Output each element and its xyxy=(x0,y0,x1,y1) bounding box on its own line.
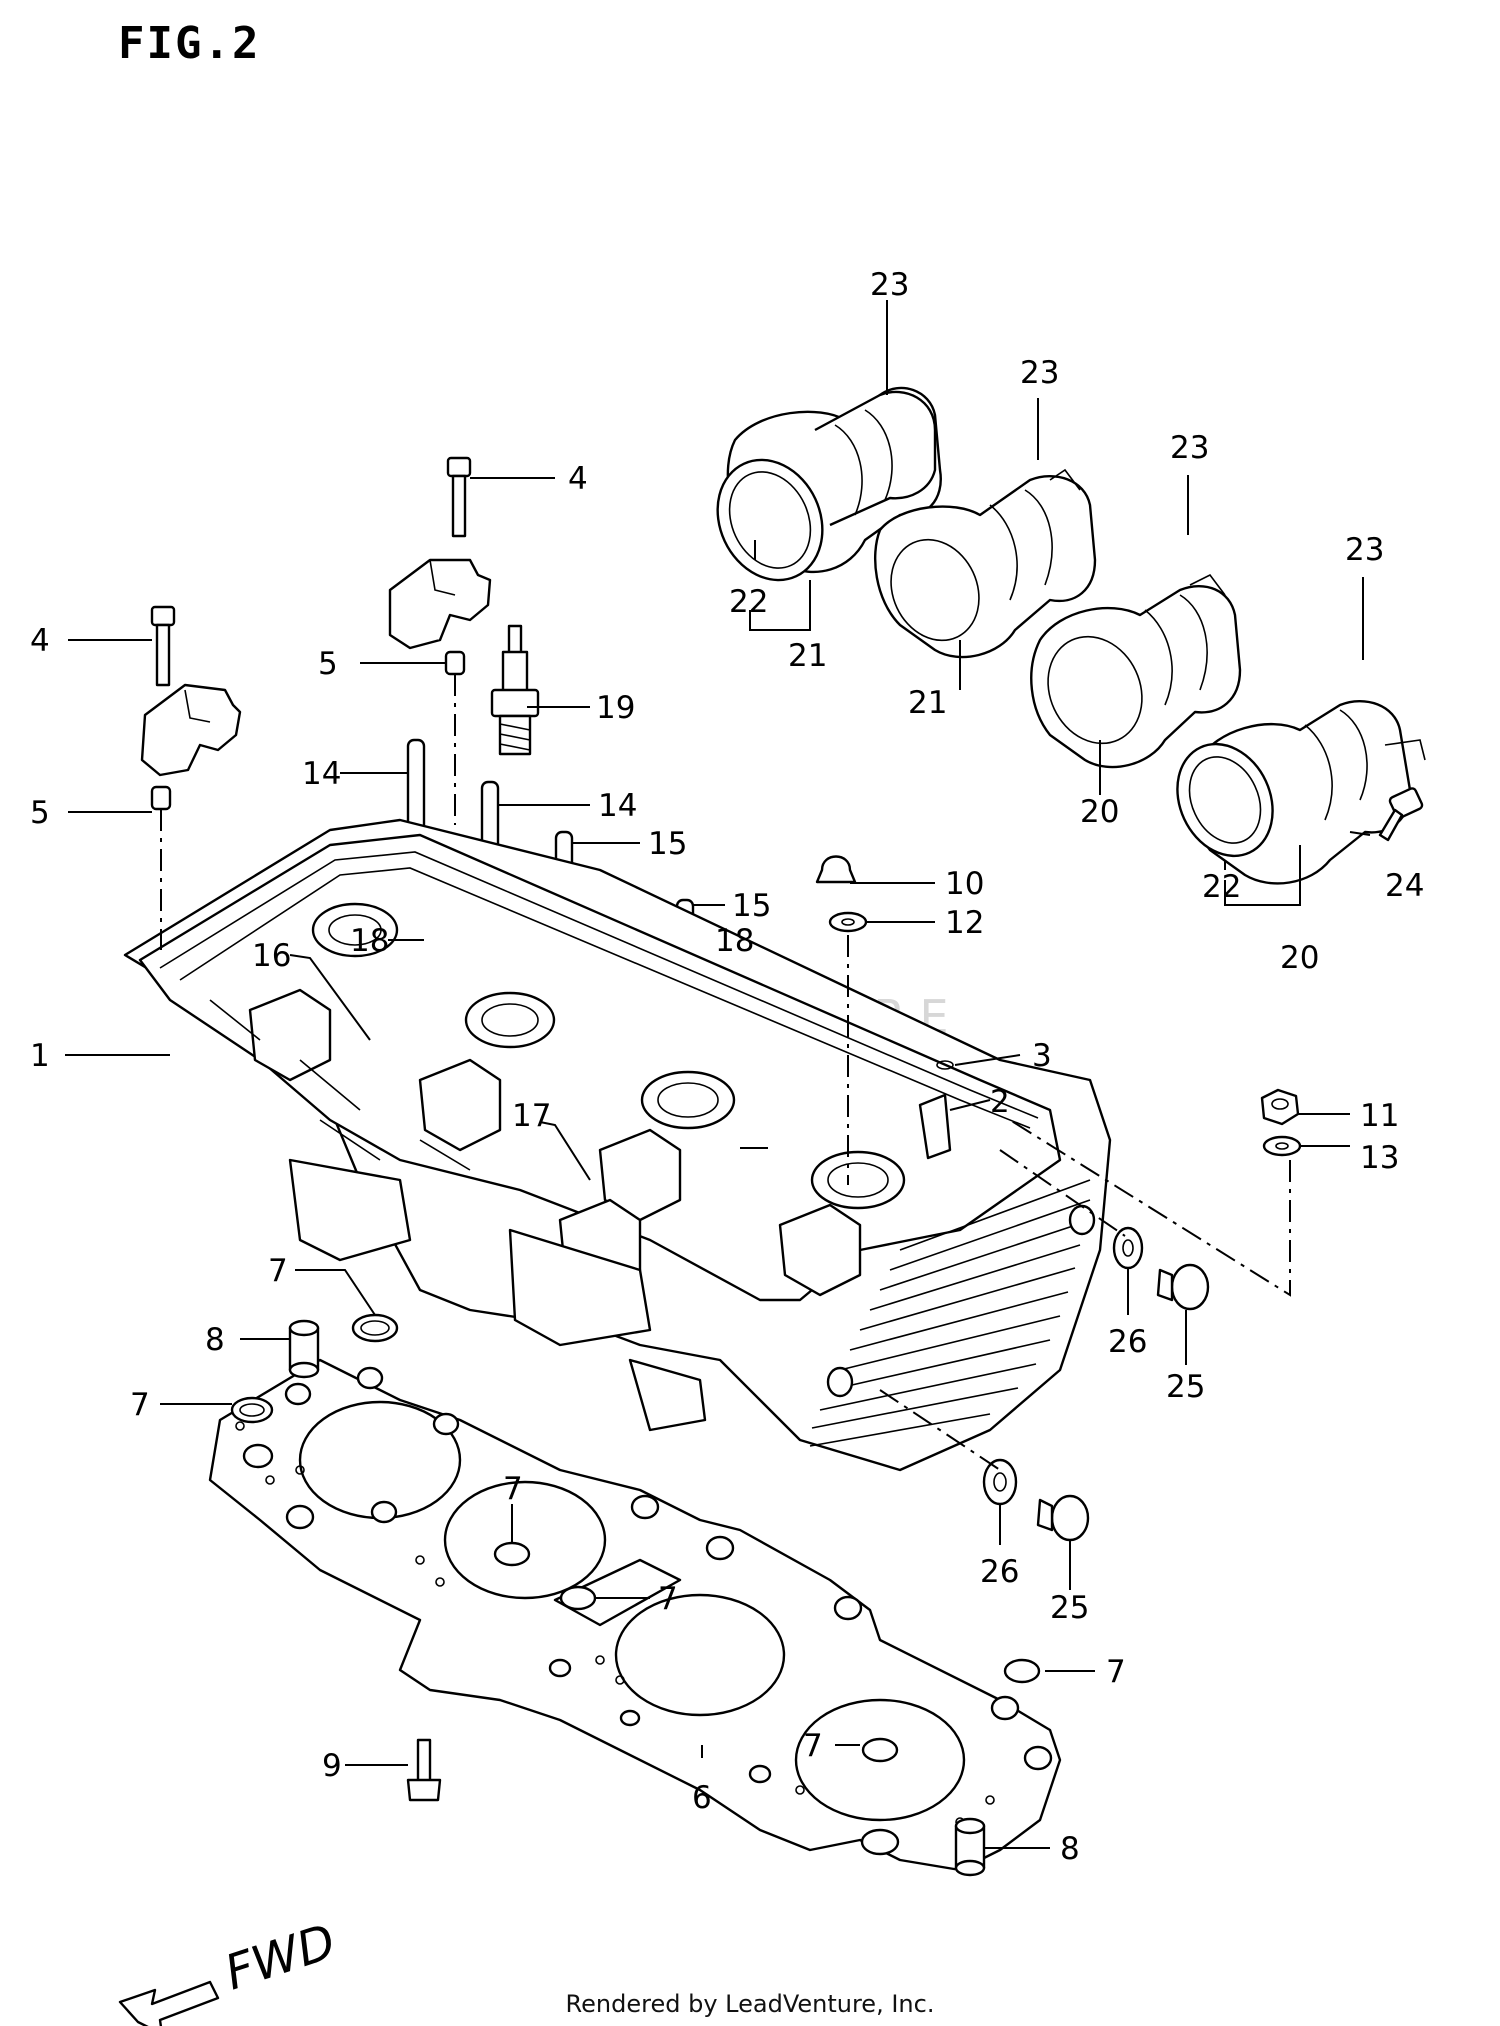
dowel-5-upper xyxy=(444,650,466,676)
callout: 23 xyxy=(1170,430,1209,466)
callout: 2 xyxy=(990,1084,1010,1120)
nut-11 xyxy=(1260,1088,1300,1126)
callout: 1 xyxy=(30,1038,50,1074)
dowel-8-upper xyxy=(288,1319,320,1379)
callout: 16 xyxy=(252,938,291,974)
callout: 13 xyxy=(1360,1140,1399,1176)
callout: 20 xyxy=(1280,940,1319,976)
callout: 14 xyxy=(598,788,637,824)
intake-pipe-1 xyxy=(716,386,942,582)
callout: 22 xyxy=(729,584,768,620)
cap-bolt-upper xyxy=(446,456,472,538)
callout: 21 xyxy=(788,638,827,674)
callout: 18 xyxy=(715,923,754,959)
bolt-9 xyxy=(406,1738,442,1802)
callout: 26 xyxy=(980,1554,1019,1590)
callout: 7 xyxy=(268,1253,288,1289)
washer-13 xyxy=(1262,1135,1302,1157)
callout: 23 xyxy=(870,267,909,303)
cap-bolt-lower xyxy=(150,605,176,687)
callout: 7 xyxy=(1106,1654,1126,1690)
intake-pipe-3 xyxy=(1030,573,1242,769)
washer-26-lower xyxy=(982,1458,1018,1506)
callout: 10 xyxy=(945,866,984,902)
intake-pipe-2 xyxy=(874,468,1097,659)
cam-cap-lower xyxy=(140,683,242,777)
callout: 17 xyxy=(512,1098,551,1134)
callout: 15 xyxy=(732,888,771,924)
callout: 18 xyxy=(350,923,389,959)
callout: 7 xyxy=(130,1387,150,1423)
fwd-label: FWD xyxy=(218,1914,342,2002)
callout-labels: 23 23 23 23 4 4 5 5 19 14 14 15 15 22 21… xyxy=(30,267,1424,1867)
callout: 22 xyxy=(1202,869,1241,905)
o-ring-7-left xyxy=(230,1396,274,1424)
callout: 7 xyxy=(803,1728,823,1764)
washer-12 xyxy=(828,911,868,933)
cylinder-head xyxy=(123,818,1112,1472)
dowel-5-lower xyxy=(150,785,172,811)
callout: 15 xyxy=(648,826,687,862)
callout: 11 xyxy=(1360,1098,1399,1134)
o-ring-7-upper xyxy=(351,1313,399,1343)
callout: 4 xyxy=(30,623,50,659)
callout: 6 xyxy=(692,1780,712,1816)
callout: 7 xyxy=(658,1581,678,1617)
callout: 25 xyxy=(1166,1369,1205,1405)
callout: 21 xyxy=(908,685,947,721)
plug-25-upper xyxy=(1156,1263,1210,1311)
callout: 19 xyxy=(596,690,635,726)
dowel-8-lower xyxy=(954,1817,986,1877)
callout: 20 xyxy=(1080,794,1119,830)
callout: 8 xyxy=(205,1322,225,1358)
intake-screw xyxy=(1378,787,1424,842)
callout: 23 xyxy=(1020,355,1059,391)
callout: 9 xyxy=(322,1748,342,1784)
footer-credit: Rendered by LeadVenture, Inc. xyxy=(565,1990,935,2018)
callout: 12 xyxy=(945,905,984,941)
washer-26-upper xyxy=(1112,1226,1144,1270)
callout: 5 xyxy=(30,795,50,831)
callout: 7 xyxy=(503,1471,523,1507)
callout: 24 xyxy=(1385,868,1424,904)
cam-cap-upper xyxy=(388,558,492,650)
callout: 26 xyxy=(1108,1324,1147,1360)
callout: 4 xyxy=(568,461,588,497)
cap-nut xyxy=(815,855,857,884)
callout: 23 xyxy=(1345,532,1384,568)
intake-pipe-4 xyxy=(1176,700,1426,885)
figure-title: FIG.2 xyxy=(118,18,261,69)
leader-lines xyxy=(65,300,1371,1849)
callout: 14 xyxy=(302,756,341,792)
plug-25-lower xyxy=(1036,1494,1090,1542)
callout: 5 xyxy=(318,646,338,682)
callout: 3 xyxy=(1032,1038,1052,1074)
callout: 25 xyxy=(1050,1590,1089,1626)
callout: 8 xyxy=(1060,1831,1080,1867)
spark-plug xyxy=(490,624,540,756)
